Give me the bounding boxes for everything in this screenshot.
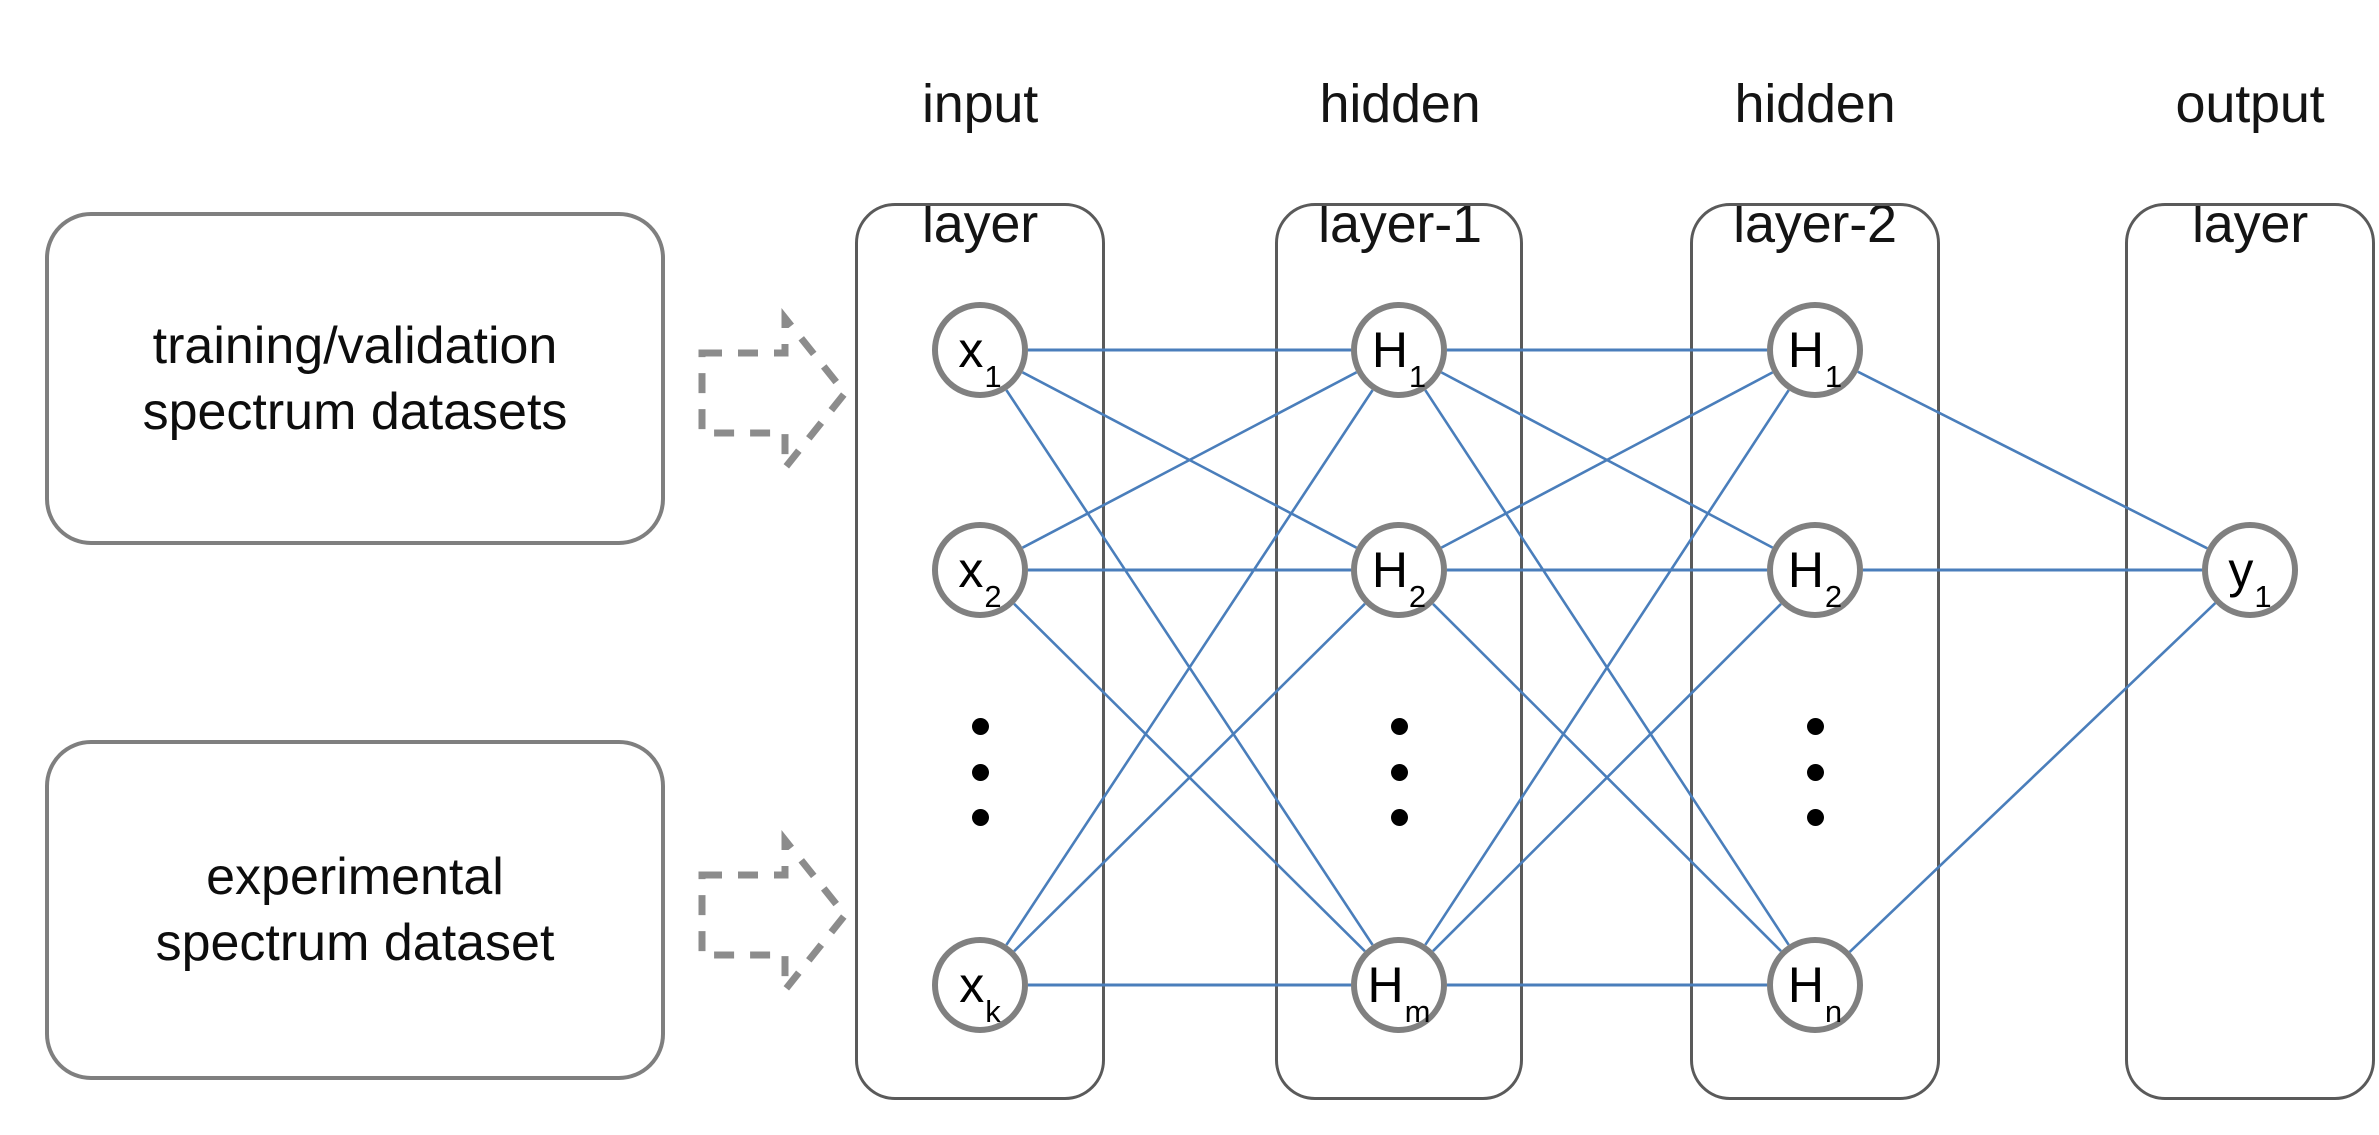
neuron-input-xk-label: xk: [959, 957, 1001, 1030]
ellipsis-dot: [971, 718, 989, 735]
ellipsis-hidden-layer-1: [1384, 718, 1414, 826]
neuron-hidden2-H1-label: H1: [1787, 322, 1843, 395]
neuron-hidden1-H1[interactable]: H1: [1351, 302, 1447, 398]
layer-heading-hidden-2-line1: hidden: [1734, 74, 1896, 134]
layer-heading-output-line1: output: [2175, 74, 2325, 134]
layer-container-output: [2125, 203, 2375, 1100]
dataset-box-experimental-label: experimental spectrum dataset: [155, 848, 555, 972]
neuron-input-xk[interactable]: xk: [932, 937, 1028, 1033]
ellipsis-dot: [971, 809, 989, 826]
neuron-hidden2-H2[interactable]: H2: [1767, 522, 1863, 618]
dashed-block-arrow-right-top: [698, 308, 850, 478]
ellipsis-dot: [1806, 763, 1824, 781]
ellipsis-hidden-layer-2: [1800, 718, 1830, 826]
neuron-hidden1-Hm-label: Hm: [1367, 957, 1431, 1030]
ellipsis-dot: [971, 763, 989, 781]
dataset-box-experimental[interactable]: experimental spectrum dataset: [45, 740, 665, 1080]
neuron-input-x1[interactable]: x1: [932, 302, 1028, 398]
neuron-hidden2-Hn-label: Hn: [1787, 957, 1843, 1030]
layer-heading-hidden-1-line1: hidden: [1319, 74, 1481, 134]
ellipsis-dot: [1806, 718, 1824, 735]
ellipsis-dot: [1390, 809, 1408, 826]
dashed-block-arrow-right-bottom: [698, 830, 850, 1000]
ellipsis-dot: [1806, 809, 1824, 826]
neuron-hidden1-H2-label: H2: [1371, 542, 1427, 615]
neuron-hidden1-H2[interactable]: H2: [1351, 522, 1447, 618]
neuron-input-x2-label: x2: [958, 542, 1002, 615]
neuron-output-y1-label: y1: [2228, 542, 2272, 615]
neuron-hidden2-H2-label: H2: [1787, 542, 1843, 615]
dataset-box-training-validation[interactable]: training/validation spectrum datasets: [45, 212, 665, 545]
neuron-hidden2-H1[interactable]: H1: [1767, 302, 1863, 398]
neuron-output-y1[interactable]: y1: [2202, 522, 2298, 618]
neuron-input-x2[interactable]: x2: [932, 522, 1028, 618]
layer-heading-input-line1: input: [921, 74, 1039, 134]
neuron-hidden2-Hn[interactable]: Hn: [1767, 937, 1863, 1033]
neuron-hidden1-H1-label: H1: [1371, 322, 1427, 395]
ellipsis-dot: [1390, 763, 1408, 781]
neuron-hidden1-Hm[interactable]: Hm: [1351, 937, 1447, 1033]
dataset-box-training-validation-label: training/validation spectrum datasets: [142, 316, 568, 441]
ellipsis-input-layer: [965, 718, 995, 826]
neuron-input-x1-label: x1: [958, 322, 1002, 395]
ellipsis-dot: [1390, 718, 1408, 735]
